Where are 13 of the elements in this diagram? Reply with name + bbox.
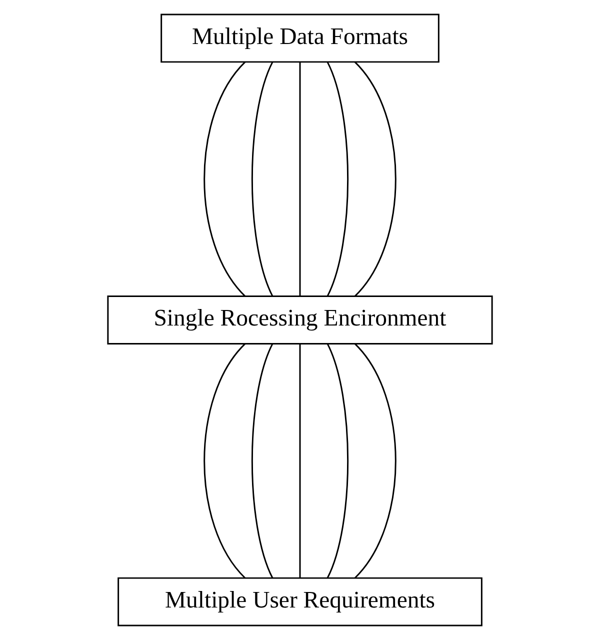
connector bbox=[354, 62, 396, 297]
node-box: Single Rocessing Encironment bbox=[106, 296, 492, 344]
connector bbox=[326, 344, 348, 578]
connector bbox=[298, 344, 300, 578]
node-box: Multiple User Requirements bbox=[117, 577, 482, 626]
connector bbox=[203, 343, 246, 578]
connector bbox=[203, 62, 246, 297]
connector bbox=[354, 343, 396, 578]
connector bbox=[298, 62, 300, 296]
node-box: Multiple Data Formats bbox=[160, 14, 439, 63]
connector bbox=[250, 62, 273, 296]
connector bbox=[326, 62, 348, 296]
connector bbox=[250, 344, 273, 578]
